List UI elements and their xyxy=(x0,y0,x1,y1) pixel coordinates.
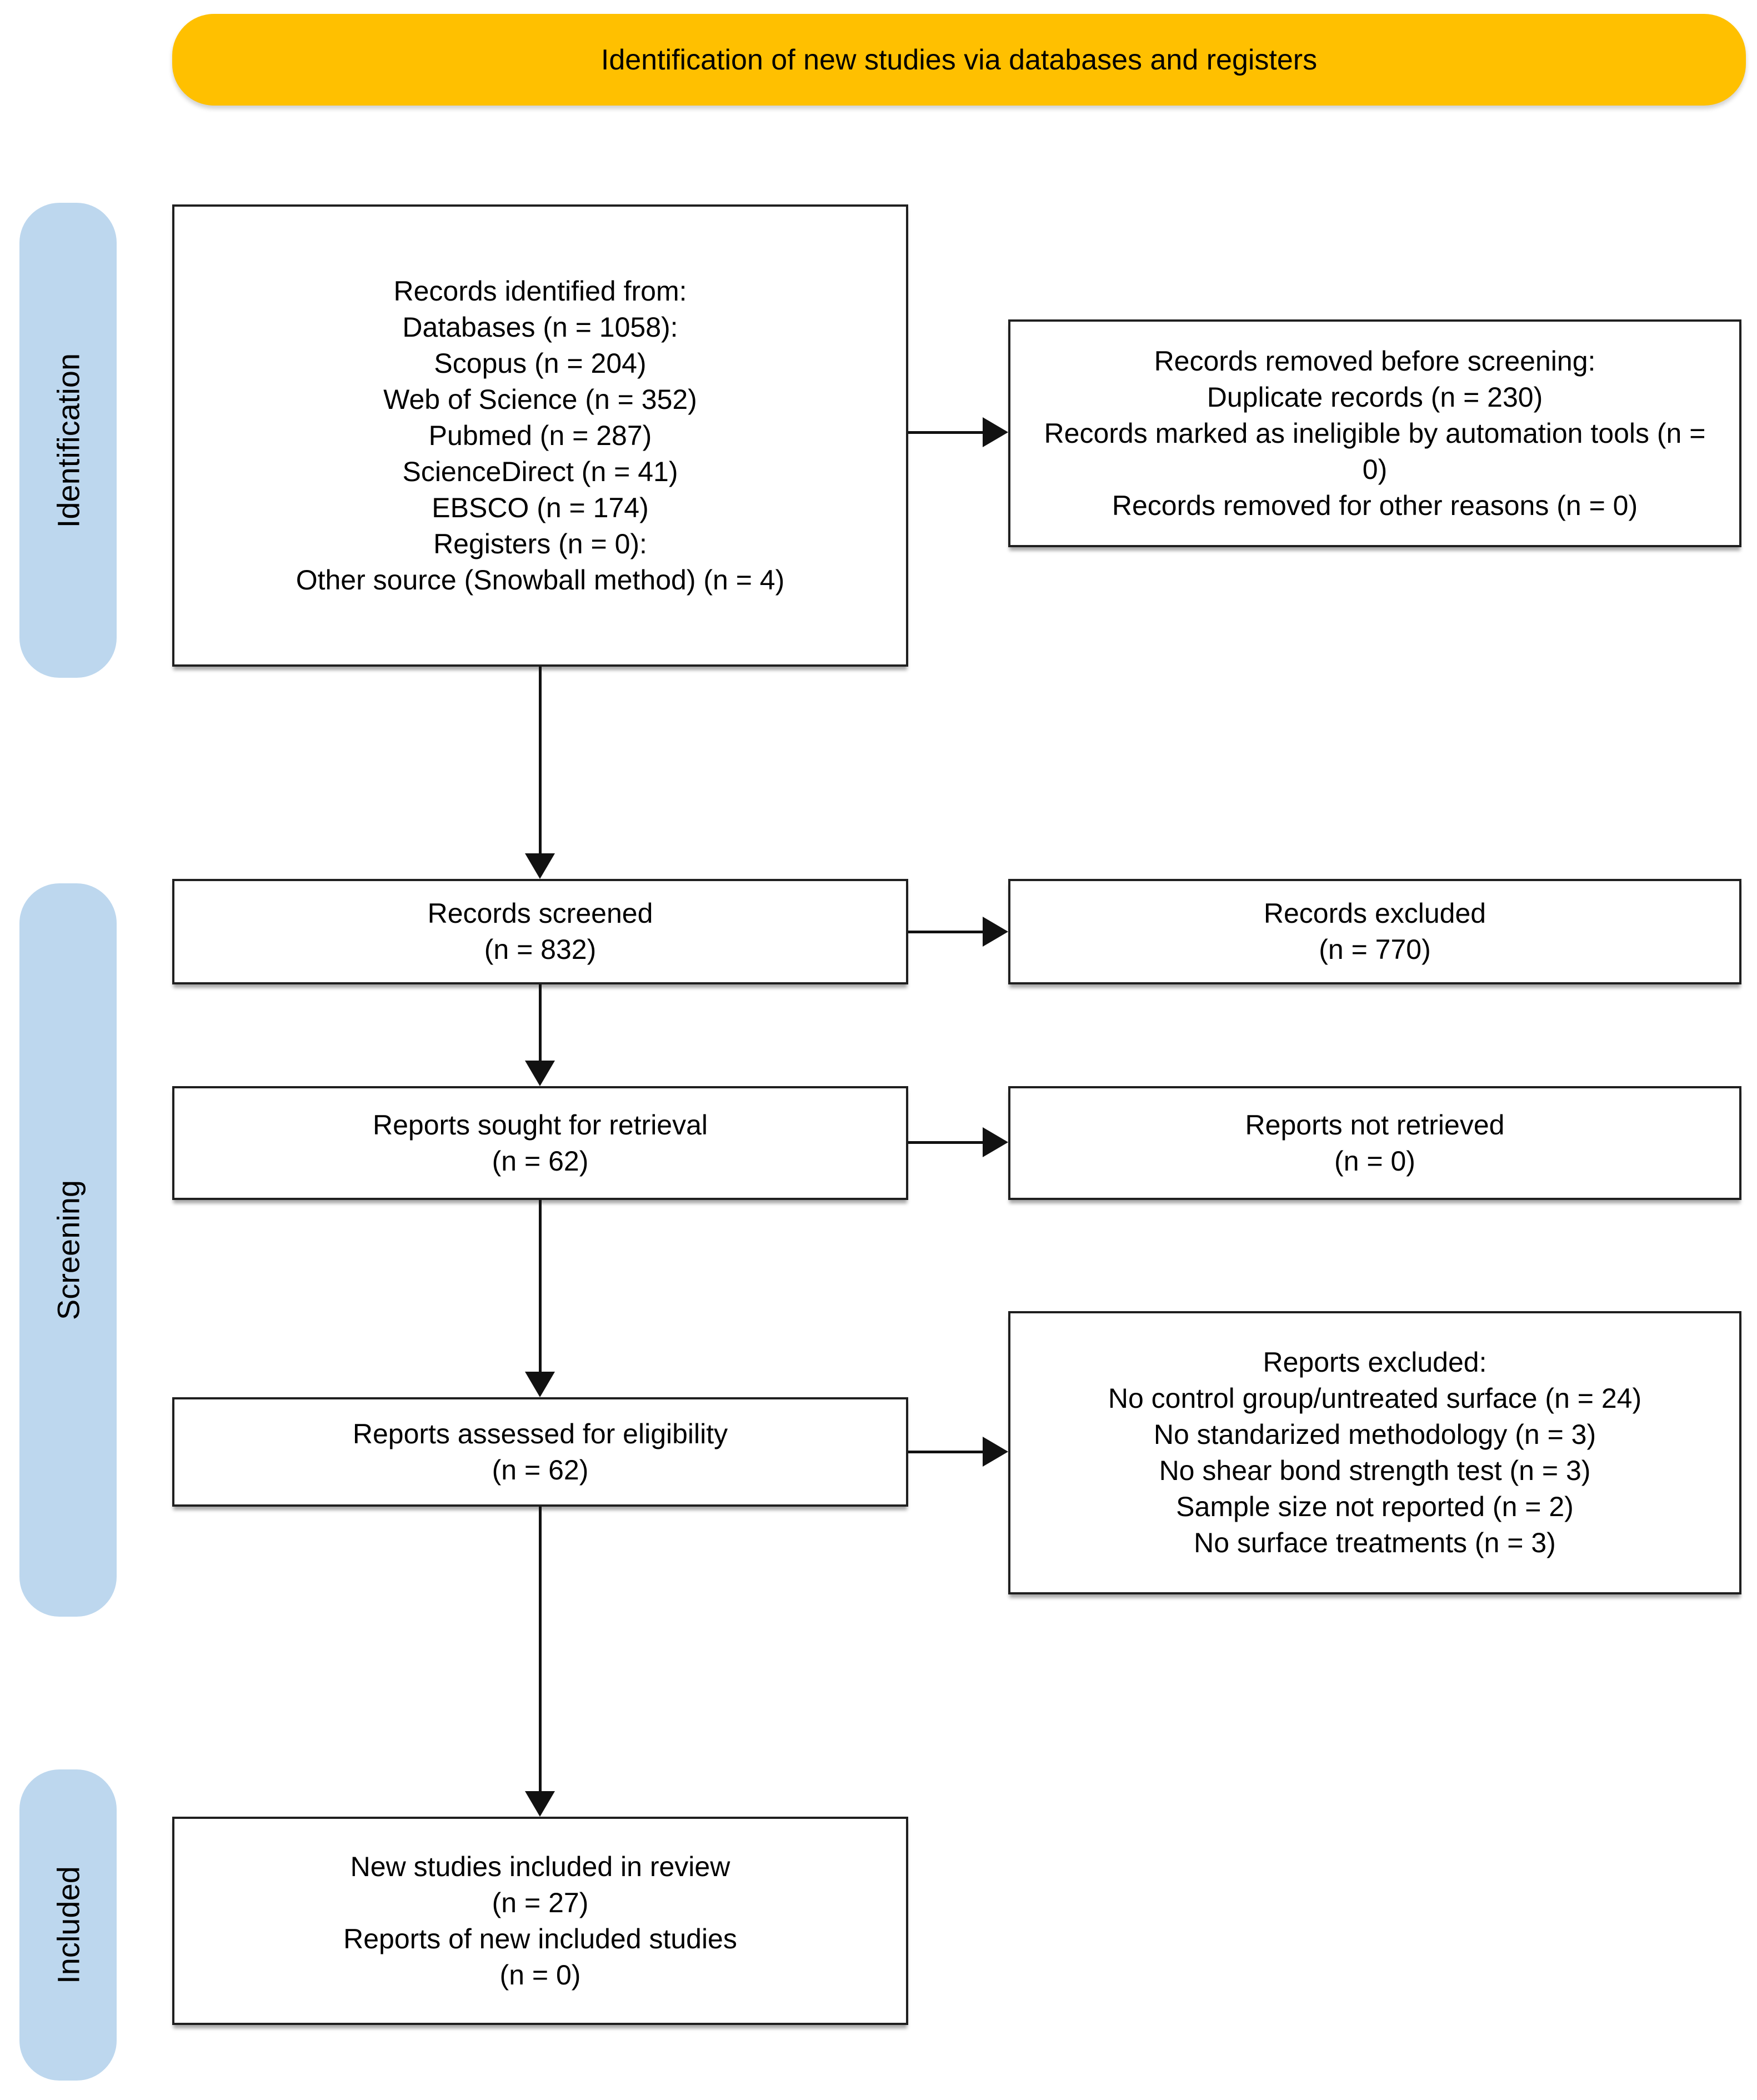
arrow-identified-to-removed-line xyxy=(908,431,983,434)
box-line: (n = 62) xyxy=(492,1454,589,1486)
arrow-right-icon xyxy=(983,917,1008,947)
box-line: (n = 770) xyxy=(1319,934,1431,965)
box-line: Other source (Snowball method) (n = 4) xyxy=(296,564,785,596)
arrow-identified-to-screened-line xyxy=(539,667,542,856)
box-reports-assessed: Reports assessed for eligibility (n = 62… xyxy=(172,1397,908,1507)
arrow-right-icon xyxy=(983,1127,1008,1157)
arrow-sought-to-notretrieved-line xyxy=(908,1141,983,1144)
arrow-screened-to-excluded-line xyxy=(908,931,983,933)
arrow-down-icon xyxy=(525,1061,555,1086)
box-records-screened: Records screened (n = 832) xyxy=(172,879,908,984)
box-records-excluded: Records excluded (n = 770) xyxy=(1008,879,1741,984)
box-line: No shear bond strength test (n = 3) xyxy=(1159,1455,1591,1486)
box-line: New studies included in review xyxy=(350,1851,730,1882)
box-line: Reports sought for retrieval xyxy=(372,1109,708,1141)
box-reports-sought: Reports sought for retrieval (n = 62) xyxy=(172,1086,908,1200)
box-line: (n = 27) xyxy=(492,1887,589,1918)
stage-label-included: Included xyxy=(51,1866,86,1984)
box-line: Reports of new included studies xyxy=(343,1923,737,1954)
box-line: Records removed for other reasons (n = 0… xyxy=(1112,489,1638,521)
arrow-down-icon xyxy=(525,853,555,879)
box-reports-excluded: Reports excluded: No control group/untre… xyxy=(1008,1311,1741,1594)
box-line: Web of Science (n = 352) xyxy=(383,383,697,415)
arrow-down-icon xyxy=(525,1372,555,1397)
box-line: Records screened xyxy=(427,898,653,929)
arrow-sought-to-assessed-line xyxy=(539,1200,542,1374)
arrow-assessed-to-included-line xyxy=(539,1507,542,1793)
stage-label-identification: Identification xyxy=(51,353,86,528)
stage-bar-identification: Identification xyxy=(19,203,117,678)
banner-title: Identification of new studies via databa… xyxy=(600,43,1318,76)
box-line: Reports assessed for eligibility xyxy=(352,1418,728,1449)
arrow-right-icon xyxy=(983,417,1008,447)
arrow-screened-to-sought-line xyxy=(539,984,542,1063)
box-reports-not-retrieved: Reports not retrieved (n = 0) xyxy=(1008,1086,1741,1200)
box-line: Records removed before screening: xyxy=(1154,345,1596,377)
box-line: No standarized methodology (n = 3) xyxy=(1153,1419,1596,1450)
box-records-identified: Records identified from: Databases (n = … xyxy=(172,204,908,667)
box-line: Registers (n = 0): xyxy=(433,528,647,559)
box-line: Reports not retrieved xyxy=(1245,1109,1505,1141)
box-records-removed: Records removed before screening: Duplic… xyxy=(1008,319,1741,547)
arrow-down-icon xyxy=(525,1791,555,1817)
box-line: Databases (n = 1058): xyxy=(402,311,678,343)
box-line: (n = 62) xyxy=(492,1145,589,1177)
box-line: No surface treatments (n = 3) xyxy=(1194,1527,1556,1558)
box-line: Duplicate records (n = 230) xyxy=(1207,381,1543,413)
box-line: (n = 832) xyxy=(484,934,597,965)
box-line: (n = 0) xyxy=(1334,1145,1415,1177)
box-line: No control group/untreated surface (n = … xyxy=(1108,1383,1642,1414)
box-line: ScienceDirect (n = 41) xyxy=(402,456,678,487)
banner: Identification of new studies via databa… xyxy=(172,14,1746,106)
box-line: Reports excluded: xyxy=(1263,1347,1487,1378)
box-line: Records excluded xyxy=(1263,898,1486,929)
box-line: Sample size not reported (n = 2) xyxy=(1176,1491,1574,1522)
stage-bar-screening: Screening xyxy=(19,883,117,1617)
box-new-studies-included: New studies included in review (n = 27) … xyxy=(172,1817,908,2025)
box-line: Pubmed (n = 287) xyxy=(428,419,652,451)
box-line: EBSCO (n = 174) xyxy=(432,492,649,523)
box-line: Scopus (n = 204) xyxy=(434,347,647,379)
stage-bar-included: Included xyxy=(19,1769,117,2081)
box-line: (n = 0) xyxy=(499,1959,581,1991)
arrow-right-icon xyxy=(983,1437,1008,1467)
arrow-assessed-to-reportsexcluded-line xyxy=(908,1451,983,1453)
box-line: Records marked as ineligible by automati… xyxy=(1044,417,1706,485)
box-line: Records identified from: xyxy=(393,275,687,307)
stage-label-screening: Screening xyxy=(51,1179,86,1321)
